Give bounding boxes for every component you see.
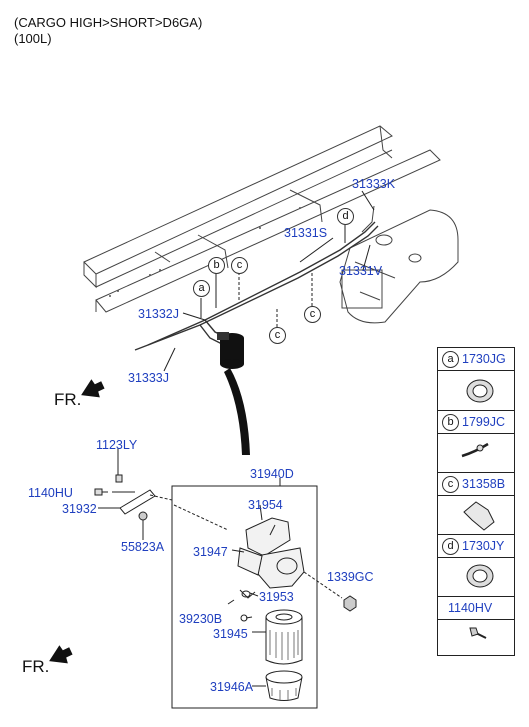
label-31333K: 31333K bbox=[352, 177, 396, 191]
header-model: (CARGO HIGH>SHORT>D6GA) bbox=[14, 15, 203, 30]
bolt-1339GC bbox=[343, 595, 357, 612]
legend-letter-b: b bbox=[442, 414, 459, 431]
label-31331V: 31331V bbox=[339, 264, 383, 278]
bracket-31932 bbox=[119, 489, 156, 515]
front-arrow-upper bbox=[81, 379, 105, 398]
legend-code-c: 31358B bbox=[462, 477, 506, 491]
legend-image-a bbox=[438, 371, 514, 411]
legend-row-b: b 1799JC bbox=[438, 411, 514, 434]
label-31947: 31947 bbox=[193, 545, 228, 559]
legend-row-d: d 1730JY bbox=[438, 535, 514, 558]
legend-row-c: c 31358B bbox=[438, 473, 514, 496]
legend-image-c bbox=[438, 496, 514, 535]
filter-element-31945 bbox=[265, 617, 303, 665]
legend-image-d bbox=[438, 558, 514, 597]
frame-rail-lower bbox=[95, 149, 441, 313]
label-31940D: 31940D bbox=[250, 467, 294, 481]
detail-arrow bbox=[224, 368, 250, 455]
frame-rail-upper bbox=[83, 125, 393, 275]
fuel-line-main bbox=[147, 221, 376, 346]
label-31332J: 31332J bbox=[138, 307, 180, 321]
callout-c-right: c bbox=[304, 306, 321, 323]
label-31333J: 31333J bbox=[128, 371, 170, 385]
label-1339GC: 1339GC bbox=[327, 570, 374, 584]
label-39230B: 39230B bbox=[179, 612, 223, 626]
label-31932: 31932 bbox=[62, 502, 97, 516]
fuel-tank bbox=[339, 209, 459, 324]
label-1123LY: 1123LY bbox=[96, 438, 138, 452]
label-31954: 31954 bbox=[248, 498, 283, 512]
legend-code-d: 1730JY bbox=[462, 539, 505, 553]
legend-row-bolt: 1140HV bbox=[438, 597, 514, 620]
callout-a: a bbox=[193, 280, 210, 297]
front-arrow-lower bbox=[49, 645, 73, 664]
fuel-filter-mounted bbox=[217, 332, 244, 369]
legend-letter-c: c bbox=[442, 476, 459, 493]
legend-row-a: a 1730JG bbox=[438, 348, 514, 371]
label-31945: 31945 bbox=[213, 627, 248, 641]
clamp-31358B bbox=[463, 501, 495, 531]
legend-image-b bbox=[438, 434, 514, 473]
callout-b: b bbox=[208, 257, 225, 274]
legend-letter-a: a bbox=[442, 351, 459, 368]
detail-box bbox=[171, 485, 318, 709]
legend-code-a: 1730JG bbox=[462, 352, 506, 366]
label-55823A: 55823A bbox=[121, 540, 165, 554]
legend-code-b: 1799JC bbox=[462, 415, 506, 429]
callout-d: d bbox=[337, 208, 354, 225]
front-marker-upper: FR. bbox=[54, 390, 82, 409]
front-marker-lower: FR. bbox=[22, 657, 50, 676]
filter-bowl-31946A bbox=[265, 676, 303, 701]
legend-code-bolt: 1140HV bbox=[448, 601, 493, 615]
label-1140HU: 1140HU bbox=[28, 486, 73, 500]
clip-1799JC bbox=[461, 442, 489, 458]
label-31946A: 31946A bbox=[210, 680, 254, 694]
header-capacity: (100L) bbox=[14, 31, 52, 46]
callout-c-lower: c bbox=[269, 327, 286, 344]
label-31331S: 31331S bbox=[284, 226, 328, 240]
legend-table: a 1730JG b 1799JC c 31358B d 1730JY 1140… bbox=[437, 347, 515, 656]
label-31953: 31953 bbox=[259, 590, 294, 604]
legend-letter-d: d bbox=[442, 538, 459, 555]
callout-c-upper: c bbox=[231, 257, 248, 274]
filter-head-31954 bbox=[245, 517, 291, 557]
